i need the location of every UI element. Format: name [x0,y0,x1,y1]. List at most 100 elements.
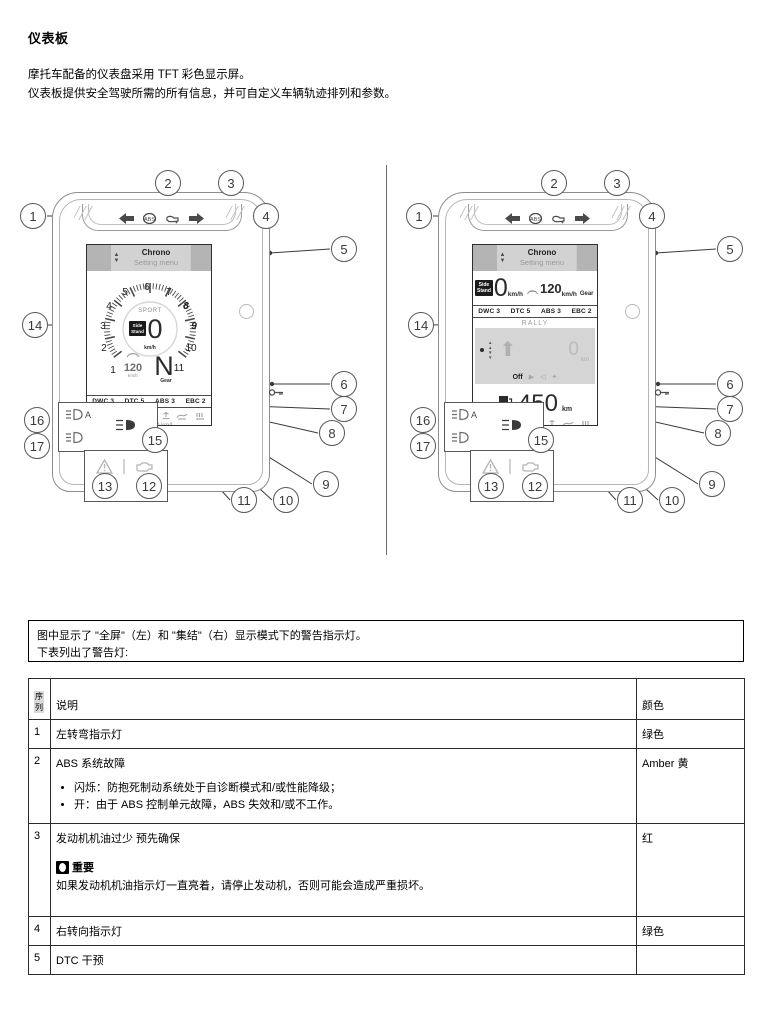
svg-text:km/h: km/h [144,345,156,351]
high-beam-icon [116,418,140,437]
callout-1-label: 1 [415,208,423,224]
rally-up-arrow-icon: ⬆ [499,339,517,361]
screen-subtitle: Setting menu [133,258,179,267]
svg-text:Gear: Gear [160,378,171,384]
rider-mode-status-bar: DWC 3 DTC 5 ABS 3 EBC 2 [473,305,597,318]
header-left-block [87,245,111,271]
callout-4-label: 4 [262,208,270,224]
callout-11-label: 11 [237,492,251,508]
launch-control-icon [161,411,171,420]
row-index: 5 [28,945,51,975]
callout-5: 5 [717,236,743,262]
rally-distance-value: 0 [568,339,579,360]
callout-13: 13 [478,473,504,499]
rally-section-label: RALLY [521,320,549,327]
immobilizer-key-icon [268,388,284,397]
svg-text:3: 3 [100,321,106,332]
callout-17: 17 [24,433,50,459]
tachometer-gauge: 1 2 3 4 5 6 7 8 9 10 11 [87,271,211,395]
housing-notch [82,204,242,231]
group-divider [508,459,511,479]
screen-title: Chrono [527,248,557,257]
scroll-arrows-icon: ▲▼ [499,252,506,264]
warning-lights-table: 序列 说明 颜色 1 左转弯指示灯 绿色 2 ABS 系统故障 闪烁：防抱死制动… [28,678,745,975]
svg-text:10: 10 [185,343,197,354]
panel-round-button[interactable] [239,304,254,319]
header-right-button[interactable] [576,245,597,271]
tft-display-fullscreen[interactable]: ▲▼ Chrono Setting menu [86,244,212,426]
callout-17-label: 17 [29,438,45,454]
panel-round-button[interactable] [625,304,640,319]
callout-15-label: 15 [147,432,163,448]
svg-text:Side: Side [133,323,143,328]
dtc-status: DTC 5 [125,398,145,405]
dtc-status: DTC 5 [510,308,531,315]
tft-display-grouped[interactable]: ▲▼ Chrono Setting menu Side Stand 0 [472,244,598,426]
cruise-control-arc-icon [526,282,539,300]
intro-line-2: 仪表板提供安全驾驶所需的所有信息，并可自定义车辆轨迹排列和参数。 [28,88,396,100]
callout-2: 2 [541,170,567,196]
cruise-speed-unit: km/h [561,291,577,298]
engine-oil-pressure-icon [551,213,566,224]
callout-4: 4 [639,203,665,229]
svg-text:Stand: Stand [131,329,144,334]
table-row: 2 ABS 系统故障 闪烁：防抱死制动系统处于自诊断模式和/或性能降级； 开：由… [28,748,745,824]
hatch-right [226,206,248,220]
ebc-status: EBC 2 [571,308,592,315]
note-line-1: 图中显示了 "全屏"（左）和 "集结"（右）显示模式下的警告指示灯。 [37,630,367,642]
callout-16: 16 [410,407,436,433]
intro-line-1: 摩托车配备的仪表盘采用 TFT 彩色显示屏。 [28,69,251,81]
bullet-item: 闪烁：防抱死制动系统处于自诊断模式和/或性能降级； [74,780,630,797]
row-index: 4 [28,916,51,946]
svg-text:7: 7 [166,287,172,298]
callout-9: 9 [699,471,725,497]
callout-14: 14 [408,312,434,338]
auto-headlight-icon: A [66,408,94,426]
row-index: 3 [28,823,51,917]
gear-value: N [596,274,597,302]
callout-15: 15 [528,427,554,453]
svg-text:N: N [154,351,174,381]
callout-4: 4 [253,203,279,229]
rally-arrow-stack-icon: ▲▲▼▼ [488,340,493,360]
callout-9-label: 9 [322,476,330,492]
callout-11-label: 11 [623,492,637,508]
screen-header-bar: ▲▼ Chrono Setting menu [473,245,597,271]
header-description-cell: 说明 [50,678,637,720]
callout-17: 17 [410,433,436,459]
header-right-button[interactable] [190,245,211,271]
beam-lamp-icons: A [452,408,536,446]
heated-grips-icon [580,419,592,425]
rally-play-icon[interactable]: ▶ [528,374,535,381]
svg-text:5: 5 [122,287,128,298]
important-text: 如果发动机机油指示灯一直亮着，请停止发动机，否则可能会造成严重损坏。 [56,880,430,892]
callout-6: 6 [717,371,743,397]
table-header-row: 序列 说明 颜色 [28,678,745,720]
callout-10: 10 [659,487,685,513]
callout-16-label: 16 [29,412,45,428]
left-turn-arrow-icon [504,212,520,224]
intro-paragraph: 摩托车配备的仪表盘采用 TFT 彩色显示屏。 仪表板提供安全驾驶所需的所有信息，… [28,66,728,104]
row-description: 发动机机油过少 预先确保 重要 如果发动机机油指示灯一直亮着，请停止发动机，否则… [50,823,637,917]
svg-text:9: 9 [191,321,197,332]
abs-warning-icon: ABS [528,212,542,224]
svg-text:8: 8 [183,301,189,312]
rally-panel[interactable]: ▲▲▼▼ ⬆ 0 km Off ▶ ◁ ✦ [475,328,595,384]
callout-10: 10 [273,487,299,513]
bullet-item: 开：由于 ABS 控制单元故障，ABS 失效和/或不工作。 [74,797,630,814]
row-description: 右转向指示灯 [50,916,637,946]
rally-adjust-icon[interactable]: ✦ [551,374,558,381]
heated-seat-icon [176,411,188,420]
header-color-cell: 颜色 [636,678,745,720]
callout-17-label: 17 [415,438,431,454]
instrument-panel-fullscreen: ABS [0,150,386,570]
right-turn-arrow-icon [188,212,204,224]
rally-reset-icon[interactable]: ◁ [540,374,546,381]
hatch-left [74,206,96,220]
dwc-status: DWC 3 [478,308,501,315]
callout-5: 5 [331,236,357,262]
fuel-range-unit: km [561,406,573,413]
callout-2: 2 [155,170,181,196]
header-titles: Chrono Setting menu [122,245,190,271]
abs-status: ABS 3 [540,308,562,315]
